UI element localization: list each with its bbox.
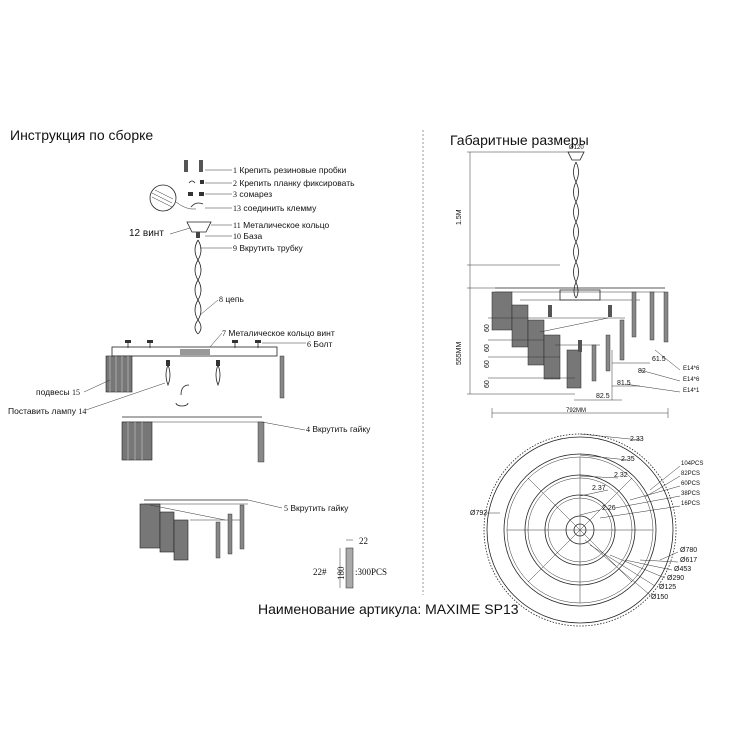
canopy-diameter: Ø120 — [569, 145, 584, 151]
tier-height-2: 60 — [484, 344, 491, 352]
step-4: 4 Вкрутить гайку — [306, 424, 371, 434]
step-2: 2 Крепить планку фиксировать — [233, 178, 355, 188]
diameter-150: Ø150 — [651, 594, 669, 601]
tier-height-3: 60 — [484, 360, 491, 368]
tier-height-1: 60 — [484, 324, 491, 332]
offset-4: 82.5 — [596, 393, 610, 400]
diameter-780: Ø780 — [680, 547, 698, 554]
socket-3: E14*1 — [683, 388, 700, 394]
diameter-290: Ø290 — [667, 575, 685, 582]
crystal-code: 22# — [313, 567, 327, 577]
arm-bar — [111, 340, 278, 357]
step-13: 13 соединить клемму — [233, 203, 317, 213]
socket-1: E14*6 — [683, 366, 700, 372]
pcs-2: 82PCS — [681, 471, 701, 477]
outer-diameter: Ø792 — [470, 510, 488, 517]
step-1: 1 Крепить резиновые пробки — [233, 165, 347, 175]
step-10: 10 База — [233, 231, 263, 241]
spacing-2: 2.35 — [621, 456, 635, 463]
offset-1: 61.5 — [652, 356, 666, 363]
diameter-617: Ø617 — [680, 557, 698, 564]
step-3: 3 сомарез — [233, 189, 273, 199]
offset-2: 82 — [638, 368, 646, 375]
lamp-label: Поставить лампу 14 — [8, 406, 87, 416]
pcs-1: 104PCS — [681, 461, 704, 467]
diameter-125: Ø125 — [659, 584, 677, 591]
middle-ring — [121, 416, 306, 463]
tier-height-4: 60 — [484, 380, 491, 388]
step-9: 9 Вкрутить трубку — [233, 243, 303, 253]
spacing-3: 2.32 — [614, 472, 628, 479]
pcs-3: 60PCS — [681, 481, 701, 487]
terminal-detail — [149, 184, 204, 212]
rubber-plugs-part — [184, 160, 203, 172]
crystal-qty: :300PCS — [355, 567, 388, 577]
bottom-ring — [139, 499, 283, 561]
article-name: Наименование артикула: MAXIME SP13 — [258, 601, 519, 617]
crystal-single-right — [279, 355, 285, 399]
step-8: 8 цепь — [219, 294, 244, 304]
assembly-title: Инструкция по сборке — [10, 127, 154, 143]
crystal-width: 22 — [359, 536, 368, 546]
spacing-4: 2.37 — [592, 485, 606, 492]
crystal-detail — [339, 539, 354, 589]
pcs-4: 38PCS — [681, 491, 701, 497]
body-height: 555MM — [456, 341, 463, 365]
chain-length: 1.5M — [456, 209, 463, 225]
leader-lines — [83, 169, 306, 411]
step-6: 6 Болт — [307, 339, 333, 349]
dimensions-title: Габаритные размеры — [450, 132, 589, 148]
spacing-1: 2.33 — [630, 436, 644, 443]
chain — [194, 239, 202, 335]
overall-width: 792MM — [566, 408, 587, 414]
pcs-5: 16PCS — [681, 501, 701, 507]
fixing-bar-part — [188, 180, 204, 184]
canopy-assembly — [186, 221, 212, 238]
screw-label: 12 винт — [129, 228, 164, 239]
step-7: 7 Металическое кольцо винт — [222, 328, 335, 338]
diameter-453: Ø453 — [674, 566, 692, 573]
top-view-drawing — [483, 433, 681, 627]
bulbs — [165, 360, 221, 407]
side-view-drawing — [491, 151, 669, 389]
nut-part — [188, 192, 204, 196]
crystal-strip-left — [105, 355, 133, 393]
offset-3: 81.5 — [617, 380, 631, 387]
step-11: 11 Металическое кольцо — [233, 220, 330, 230]
crystal-height: 180 — [336, 566, 346, 581]
step-5: 5 Вкрутить гайку — [284, 503, 349, 513]
spacing-5: 2.26 — [602, 505, 616, 512]
pendants-label: подвесы 15 — [36, 387, 80, 397]
socket-2: E14*6 — [683, 377, 700, 383]
dimension-lines — [467, 151, 681, 418]
